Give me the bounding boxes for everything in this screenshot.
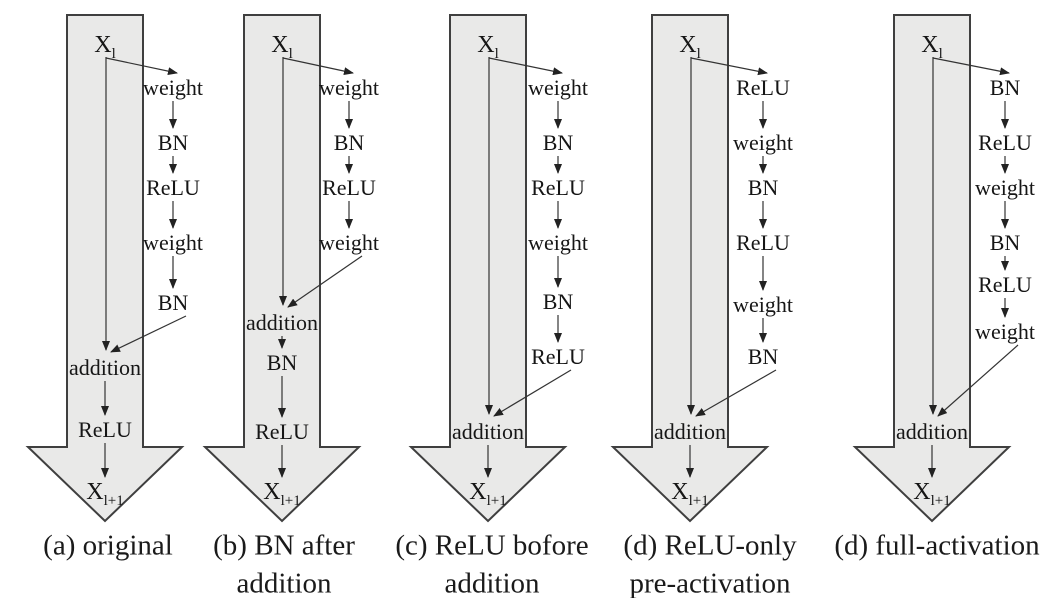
op-label-c-4: BN	[542, 289, 574, 314]
caption-b-line2: addition	[236, 567, 332, 598]
op-label-e-3: BN	[989, 230, 1021, 255]
input-label-c-base: X	[477, 32, 495, 58]
op-label-e-1: ReLU	[978, 130, 1032, 155]
op-label-d-3: ReLU	[736, 230, 790, 255]
output-label-e-base: X	[913, 479, 931, 505]
addition-label-e: addition	[895, 419, 969, 444]
input-label-b-base: X	[271, 32, 289, 58]
op-label-c-1: BN	[542, 130, 574, 155]
big-arrow-shape-a	[25, 14, 185, 523]
big-arrow-shape-c	[408, 14, 568, 523]
branch-out-arrow-a	[105, 57, 178, 76]
addition-label-b: addition	[245, 310, 319, 335]
op-label-c-5: ReLU	[531, 344, 585, 369]
input-label-a: Xl	[94, 32, 116, 61]
op-label-e-5: weight	[975, 319, 1035, 344]
output-label-c-subscript: l+1	[486, 492, 507, 509]
output-label-a: Xl+1	[86, 479, 123, 508]
output-label-a-base: X	[86, 479, 104, 505]
op-label-a-2: ReLU	[146, 175, 200, 200]
merge-arrow-c	[493, 369, 572, 417]
op-label-d-5: BN	[747, 344, 779, 369]
op-label-d-1: weight	[733, 130, 793, 155]
input-label-e-subscript: l	[938, 45, 943, 62]
input-label-b: Xl	[271, 32, 293, 61]
post-op-label-b-0: BN	[266, 350, 298, 375]
output-label-e: Xl+1	[913, 479, 950, 508]
merge-arrow-e	[937, 344, 1019, 417]
op-label-e-0: BN	[989, 75, 1021, 100]
op-label-e-2: weight	[975, 175, 1035, 200]
caption-c-line2: addition	[444, 567, 540, 598]
op-label-b-1: BN	[333, 130, 365, 155]
addition-label-a: addition	[68, 355, 142, 380]
op-label-d-4: weight	[733, 292, 793, 317]
op-label-c-2: ReLU	[531, 175, 585, 200]
op-label-e-4: ReLU	[978, 272, 1032, 297]
caption-e-line1: (d) full-activation	[834, 529, 1040, 562]
op-label-a-0: weight	[143, 75, 203, 100]
output-label-d-base: X	[671, 479, 689, 505]
addition-label-d: addition	[653, 419, 727, 444]
addition-label-c: addition	[451, 419, 525, 444]
output-label-b-base: X	[263, 479, 281, 505]
output-label-d-subscript: l+1	[688, 492, 709, 509]
big-arrow-shape-e	[852, 14, 1012, 523]
output-label-c-base: X	[469, 479, 487, 505]
op-label-b-0: weight	[319, 75, 379, 100]
input-label-c: Xl	[477, 32, 499, 61]
output-label-d: Xl+1	[671, 479, 708, 508]
input-label-b-subscript: l	[288, 45, 293, 62]
output-label-b: Xl+1	[263, 479, 300, 508]
op-label-c-0: weight	[528, 75, 588, 100]
branch-out-arrow-e	[932, 57, 1010, 76]
branch-out-arrow-b	[282, 57, 354, 76]
op-label-d-2: BN	[747, 175, 779, 200]
branch-out-arrow-c	[488, 57, 563, 76]
output-label-a-subscript: l+1	[103, 492, 124, 509]
output-label-b-subscript: l+1	[280, 492, 301, 509]
op-label-b-3: weight	[319, 230, 379, 255]
merge-arrow-b	[287, 255, 363, 308]
big-arrow-shape-b	[202, 14, 362, 523]
input-label-d-subscript: l	[696, 45, 701, 62]
post-op-label-a-0: ReLU	[78, 417, 132, 442]
op-label-d-0: ReLU	[736, 75, 790, 100]
input-label-d-base: X	[679, 32, 697, 58]
caption-d-line2: pre-activation	[629, 567, 791, 598]
op-label-a-1: BN	[157, 130, 189, 155]
input-label-c-subscript: l	[494, 45, 499, 62]
caption-b-line1: (b) BN after	[213, 529, 355, 562]
input-label-e-base: X	[921, 32, 939, 58]
caption-a-line1: (a) original	[43, 529, 173, 562]
input-label-a-base: X	[94, 32, 112, 58]
output-label-c: Xl+1	[469, 479, 506, 508]
input-label-e: Xl	[921, 32, 943, 61]
caption-d-line1: (d) ReLU-only	[623, 529, 797, 562]
merge-arrow-a	[110, 315, 187, 353]
branch-out-arrow-d	[690, 57, 768, 76]
merge-arrow-d	[695, 369, 777, 417]
op-label-b-2: ReLU	[322, 175, 376, 200]
op-label-a-4: BN	[157, 290, 189, 315]
post-op-label-b-1: ReLU	[255, 419, 309, 444]
caption-c-line1: (c) ReLU bofore	[395, 529, 589, 562]
big-arrow-shape-d	[610, 14, 770, 523]
input-label-d: Xl	[679, 32, 701, 61]
op-label-a-3: weight	[143, 230, 203, 255]
output-label-e-subscript: l+1	[930, 492, 951, 509]
op-label-c-3: weight	[528, 230, 588, 255]
input-label-a-subscript: l	[111, 45, 116, 62]
